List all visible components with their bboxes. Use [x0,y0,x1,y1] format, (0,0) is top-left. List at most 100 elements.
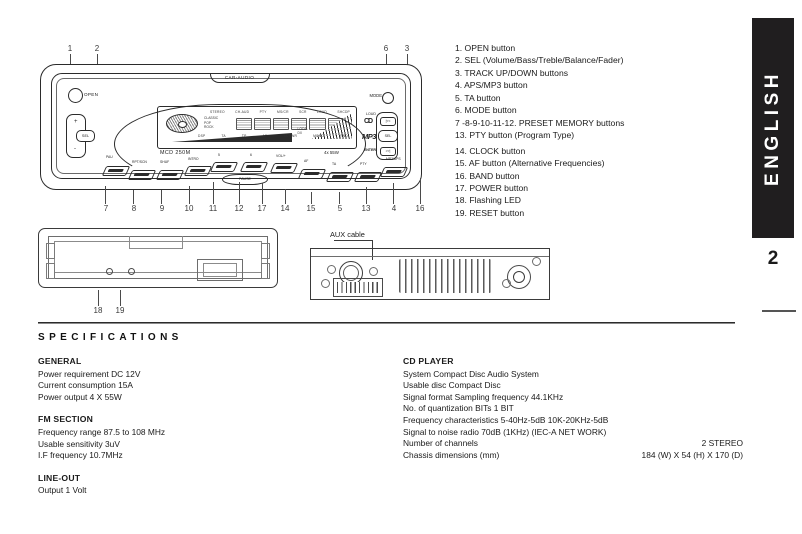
track-up-button[interactable]: |<< [380,117,396,126]
open-button[interactable] [68,88,83,103]
sel-rocker[interactable]: + - SEL [66,114,95,158]
legend-item: 14. CLOCK button [455,145,526,156]
callout-8-leader [133,190,134,204]
spec-line: Power requirement DC 12V [38,368,141,379]
legend-item: 5. TA button [455,92,501,103]
preset-button[interactable] [155,170,185,180]
preset-button-row: PAU RPT/SCN SHUF INTRO 5 6 VOL/+ AF [101,153,409,185]
track-down-button[interactable]: >>| [380,147,396,156]
cd-logo: CD [364,118,373,125]
preset-button-label: 6 [250,153,252,157]
callout-4-leader [393,183,394,204]
spec-line: Output 1 Volt [38,485,87,496]
preset-button-label: PTY [360,162,367,166]
spec-line: Usable disc Compact Disc [403,380,501,391]
preset-button[interactable] [353,172,383,182]
callout-18: 18 [93,306,103,315]
spec-line: Usable sensitivity 3uV [38,438,120,449]
legend-item: 16. BAND button [455,170,520,181]
preset-button-label: 5 [218,153,220,157]
callout-15: 15 [306,204,316,213]
open-button-label: OPEN [84,92,99,97]
callout-11: 11 [208,204,218,213]
legend-item: 17. POWER button [455,182,529,193]
spec-row-channels: Number of channels 2 STEREO [403,438,743,450]
callout-6: 6 [383,44,389,53]
faceplate-diagram: CAR-AUDIO OPEN MODE + - SEL LOUD ENTER |… [40,64,422,190]
volume-up-icon[interactable]: + [74,119,78,125]
callout-9: 9 [159,204,165,213]
preset-button-label: MP3/APS [386,157,401,161]
legend-item: 15. AF button (Alternative Frequencies) [455,158,605,169]
callout-3: 3 [404,44,410,53]
preset-button[interactable] [379,167,409,177]
callout-16-leader [420,178,421,204]
aux-leader-vertical [372,240,373,260]
preset-button[interactable] [325,172,355,182]
chassis-rear-diagram [310,248,550,300]
track-rocker[interactable]: |<< SEL >>| [376,112,398,160]
chassis-connector-box [197,259,243,281]
callout-5-leader [339,192,340,204]
chassis-tab [261,243,270,259]
spec-heading: GENERAL [38,356,82,366]
preset-button[interactable] [297,169,327,179]
callout-9-leader [161,190,162,204]
preset-button[interactable] [127,170,157,180]
preset-button[interactable] [269,163,299,173]
preset-button-label: VOL/+ [276,154,286,158]
callout-4: 4 [391,204,397,213]
specifications-right-column: CD PLAYER System Compact Disc Audio Syst… [403,356,743,472]
preset-button-label: PAU [106,155,113,159]
spec-line: System Compact Disc Audio System [403,368,539,379]
mode-button[interactable] [382,92,394,104]
flashing-led-hole [106,268,113,275]
callout-18-leader [98,290,99,306]
callout-17-leader [262,183,263,204]
screw-icon [502,279,511,288]
enter-label: ENTER [363,148,376,152]
preset-button-label: SHUF [160,160,170,164]
pause-button[interactable]: PAUSE [222,174,268,185]
legend-item: 13. PTY button (Program Type) [455,130,575,141]
spec-key: Chassis dimensions (mm) [403,449,500,460]
faceplate-inner-frame: CAR-AUDIO OPEN MODE + - SEL LOUD ENTER |… [51,73,411,185]
chassis-front-diagram [38,228,278,288]
rear-panel-frame [310,248,550,300]
legend-item: 3. TRACK UP/DOWN buttons [455,67,569,78]
callout-11-leader [213,182,214,204]
callout-15-leader [311,192,312,204]
legend-item: 19. RESET button [455,207,525,218]
legend-item: 18. Flashing LED [455,195,521,206]
reset-button-hole[interactable] [128,268,135,275]
spec-line: No. of quantization BITs 1 BIT [403,403,514,414]
volume-down-icon[interactable]: - [74,146,76,152]
callout-14: 14 [280,204,290,213]
sel-knob[interactable]: SEL [76,130,95,142]
callout-7-leader [105,186,106,204]
preset-button[interactable] [209,162,239,172]
preset-button[interactable] [183,166,213,176]
sidebar-divider [762,310,796,312]
chassis-outer-frame [38,228,278,288]
specifications-title: SPECIFICATIONS [38,332,183,343]
lcd-indicator: SHCDP [337,110,350,114]
chassis-tab [46,263,55,279]
aux-cable-label: AUX cable [330,230,365,239]
spec-heading: FM SECTION [38,414,93,425]
callout-7: 7 [103,204,109,213]
rear-panel-top-edge [311,249,549,257]
preset-button[interactable] [101,166,131,176]
spec-heading: LINE-OUT [38,472,81,483]
aux-leader-horizontal [334,240,372,241]
language-tab-label: ENGLISH [762,70,783,186]
preset-button-label: RPT/SCN [132,160,147,164]
preset-button[interactable] [239,162,269,172]
callout-10: 10 [184,204,194,213]
track-select-button[interactable]: SEL [378,130,398,142]
spec-group-cd-player: CD PLAYER System Compact Disc Audio Syst… [403,356,743,461]
callout-19-leader [120,290,121,306]
screw-icon [321,279,330,288]
callout-13: 13 [361,204,371,213]
wiring-connector [333,278,383,297]
